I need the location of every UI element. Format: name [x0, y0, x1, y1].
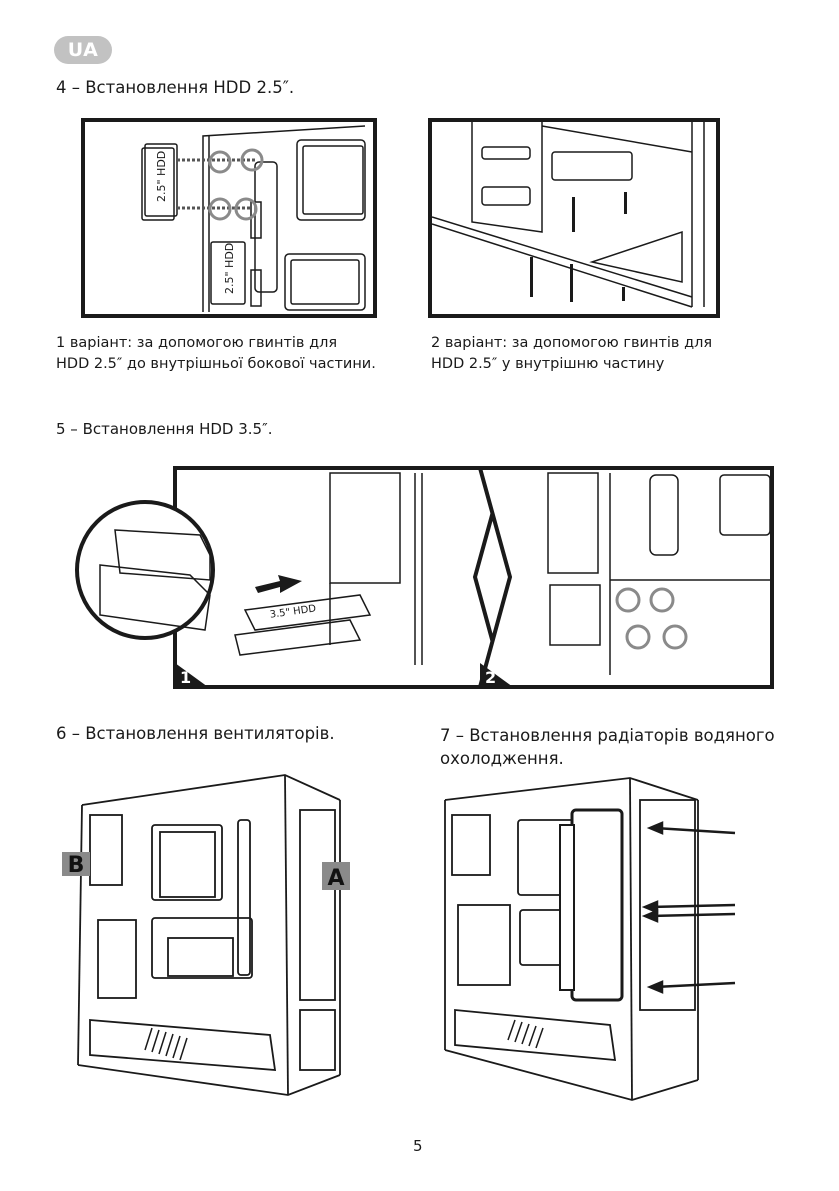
section-6-heading: 6 – Встановлення вентиляторів.	[56, 724, 335, 743]
caption-line: 2 варіант: за допомогою гвинтів для	[431, 335, 713, 351]
drive-label: 2.5" HDD	[223, 243, 236, 294]
language-badge: UA	[54, 36, 112, 64]
hdd25-side-mount-illustration: 2.5" HDD 2.5" HDD	[141, 125, 366, 312]
screw-marker	[615, 587, 641, 613]
radiator	[570, 808, 624, 1002]
fan-position-a-box	[322, 862, 350, 890]
step-2-marker	[480, 663, 513, 687]
screw-marker	[208, 150, 232, 174]
step-2-number: 2	[485, 668, 496, 687]
arrow-icon	[646, 821, 664, 835]
figure-radiator-install	[430, 770, 750, 1110]
caption-line: HDD 2.5″ до внутрішньої бокової частини.	[56, 356, 376, 372]
heading-line: охолодження.	[440, 749, 564, 768]
arrow-icon	[641, 900, 659, 914]
radiator-fan-stack	[559, 824, 575, 991]
fan-position-a-label: A	[327, 866, 344, 891]
step-1-frame	[173, 466, 508, 689]
screw-marker	[625, 624, 651, 650]
figure-4-2-caption: 2 варіант: за допомогою гвинтів для HDD …	[431, 333, 712, 375]
page-number: 5	[413, 1137, 423, 1155]
screw-marker	[662, 624, 688, 650]
caption-line: HDD 2.5″ у внутрішню частину	[431, 356, 665, 372]
fan-position-b-box	[62, 852, 90, 876]
step-2-frame	[477, 466, 774, 689]
step-1-marker	[175, 663, 208, 687]
screw-marker	[234, 197, 258, 221]
section-4-heading: 4 – Встановлення HDD 2.5″.	[56, 78, 295, 97]
drive-label: 2.5" HDD	[155, 151, 168, 202]
figure-hdd35-install: 1 2 3.5" HDD	[70, 465, 775, 690]
screw-marker	[649, 587, 675, 613]
figure-fan-install: B A	[60, 770, 380, 1110]
screw-marker	[240, 148, 264, 172]
step-1-number: 1	[180, 668, 191, 687]
arrow-icon	[641, 909, 659, 923]
screw-marker	[208, 197, 232, 221]
caption-line: 1 варіант: за допомогою гвинтів для	[56, 335, 338, 351]
hdd25-floor-mount-illustration	[432, 122, 705, 308]
section-7-heading: 7 – Встановлення радіаторів водяного охо…	[440, 724, 775, 770]
section-5-heading: 5 – Встановлення HDD 3.5″.	[56, 420, 273, 438]
fan-install-illustration: B A	[62, 774, 350, 1096]
figure-hdd25-side-mount: 2.5" HDD 2.5" HDD	[81, 118, 377, 318]
heading-line: 7 – Встановлення радіаторів водяного	[440, 726, 775, 745]
fan-position-b-label: B	[68, 853, 85, 878]
push-arrow-icon	[255, 575, 302, 593]
arrow-icon	[646, 980, 664, 994]
figure-4-1-caption: 1 варіант: за допомогою гвинтів для HDD …	[56, 333, 376, 375]
radiator-install-illustration	[444, 777, 736, 1101]
figure-hdd25-floor-mount	[428, 118, 720, 318]
hdd35-install-illustration: 1 2 3.5" HDD	[75, 466, 774, 689]
